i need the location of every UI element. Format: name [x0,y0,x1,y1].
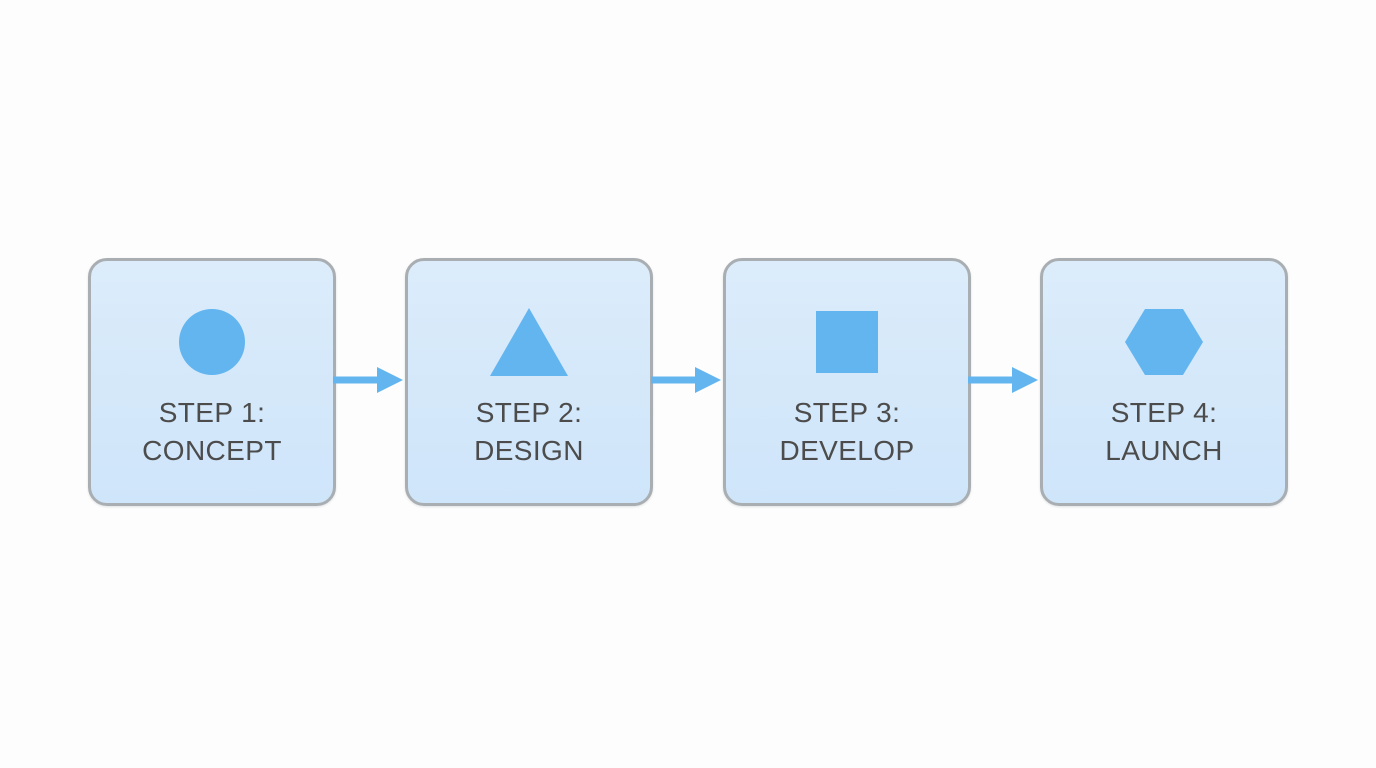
triangle-icon [408,306,650,378]
step-node-3-label: STEP 3: DEVELOP [779,397,915,466]
hexagon-icon [1043,306,1285,378]
arrow-right-icon [968,367,1038,393]
arrow-right-icon [651,367,721,393]
step-node-2-label: STEP 2: DESIGN [474,397,584,466]
step-node-2[interactable]: STEP 2: DESIGN [405,258,653,506]
step-node-1[interactable]: STEP 1: CONCEPT [88,258,336,506]
arrow-right-icon [333,367,403,393]
step-node-4-label: STEP 4: LAUNCH [1105,397,1223,466]
circle-icon [91,306,333,378]
step-node-1-label: STEP 1: CONCEPT [142,397,282,466]
connector-2-3 [651,362,723,398]
step-node-3[interactable]: STEP 3: DEVELOP [723,258,971,506]
connector-1-2 [333,362,405,398]
square-icon [726,306,968,378]
step-node-4[interactable]: STEP 4: LAUNCH [1040,258,1288,506]
connector-3-4 [968,362,1040,398]
